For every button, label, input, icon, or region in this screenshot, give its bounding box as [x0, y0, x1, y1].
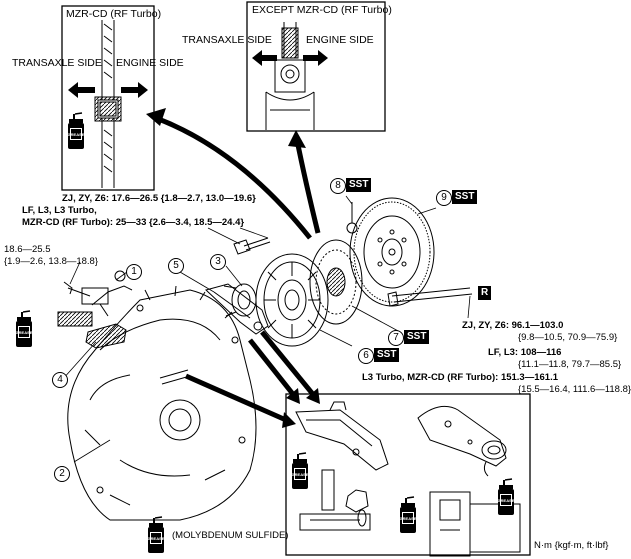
grease-can-shaft-icon	[399, 496, 417, 534]
clutch-cover	[255, 253, 329, 347]
sst-badge-6: SST	[374, 348, 400, 362]
svg-text:GREASE: GREASE	[16, 330, 33, 335]
mzr-engine-side: ENGINE SIDE	[116, 57, 184, 69]
callout-2: 2	[54, 466, 70, 482]
inset-except-box	[246, 1, 386, 132]
flywheel-torque-line6: {15.5—16.4, 111.6—118.8}	[518, 384, 631, 395]
except-arrow-left	[252, 50, 277, 66]
clutch-cover-bolt	[233, 237, 271, 255]
svg-text:GREASE: GREASE	[148, 536, 165, 541]
sst-badge-7: SST	[404, 330, 430, 344]
except-arrow-right	[303, 50, 328, 66]
replace-mark-r: R	[478, 286, 492, 300]
grease-can-fork-icon	[291, 452, 309, 490]
pointer-to-release-inset-1	[248, 338, 298, 400]
release-cylinder	[57, 270, 133, 327]
mzr-inset-title: MZR-CD (RF Turbo)	[66, 8, 162, 20]
release-detail-left	[295, 401, 389, 531]
transaxle-housing	[67, 285, 257, 521]
callout-9: 9	[436, 190, 452, 206]
cylinder-torque-line2: {1.9—2.6, 13.8—18.8}	[4, 256, 99, 267]
pointer-to-release-inset-3	[184, 373, 288, 423]
except-transaxle-side: TRANSAXLE SIDE	[182, 34, 272, 46]
clutch-disc	[309, 239, 363, 325]
grease-can-mzr-icon	[67, 112, 85, 150]
except-shaft	[265, 22, 315, 130]
svg-text:GREASE: GREASE	[400, 516, 417, 521]
flywheel-torque-line3: LF, L3: 108—116	[488, 347, 562, 358]
grease-can-right-icon	[497, 478, 515, 516]
release-detail-right	[417, 405, 521, 557]
flywheel-torque-line1: ZJ, ZY, Z6: 96.1—103.0	[462, 320, 564, 331]
pilot-bearing	[346, 202, 358, 234]
sst-badge-8: SST	[346, 178, 372, 192]
mzr-arrow-right	[121, 82, 148, 98]
units-note: N·m {kgf·m, ft·lbf}	[534, 540, 609, 551]
callout-8: 8	[330, 178, 346, 194]
grease-can-legend-icon	[147, 516, 165, 554]
grease-can-cylinder-icon	[15, 310, 33, 348]
pointer-to-except-inset	[294, 139, 321, 234]
flywheel-torque-line2: {9.8—10.5, 70.9—75.9}	[518, 332, 618, 343]
flywheel-bolt	[387, 287, 473, 307]
inset-release-box	[285, 393, 531, 556]
sst-badge-9: SST	[452, 190, 478, 204]
svg-text:GREASE: GREASE	[292, 472, 309, 477]
except-engine-side: ENGINE SIDE	[306, 34, 374, 46]
grease-legend-text: (MOLYBDENUM SULFIDE)	[172, 530, 289, 541]
mzr-arrow-left	[68, 82, 95, 98]
callout-5: 5	[168, 258, 184, 274]
svg-text:GREASE: GREASE	[498, 498, 515, 503]
pointer-to-release-inset-2	[260, 330, 318, 400]
inset-mzr-box	[61, 5, 155, 191]
flywheel-torque-line4: {11.1—11.8, 79.7—85.5}	[518, 359, 622, 370]
mzr-shaft	[94, 20, 122, 188]
pointer-to-mzr-inset	[155, 115, 312, 240]
except-inset-title: EXCEPT MZR-CD (RF Turbo)	[252, 4, 392, 16]
bolt-torque-line2: LF, L3, L3 Turbo,	[22, 205, 97, 216]
release-fork	[205, 283, 269, 335]
bolt-torque-line1: ZJ, ZY, Z6: 17.6—26.5 {1.8—2.7, 13.0—19.…	[62, 193, 256, 204]
callout-3: 3	[210, 254, 226, 270]
callout-7: 7	[388, 330, 404, 346]
flywheel-torque-line5: L3 Turbo, MZR-CD (RF Turbo): 151.3—161.1	[362, 372, 558, 383]
mzr-transaxle-side: TRANSAXLE SIDE	[12, 57, 102, 69]
callout-6: 6	[358, 348, 374, 364]
callout-4: 4	[52, 372, 68, 388]
heat-insulator	[85, 323, 127, 349]
flywheel	[349, 197, 435, 307]
leader-lines	[61, 195, 471, 463]
cylinder-torque-line1: 18.6—25.5	[4, 244, 51, 255]
svg-text:GREASE: GREASE	[68, 132, 85, 137]
bolt-torque-line3: MZR-CD (RF Turbo): 25—33 {2.6—3.4, 18.5—…	[22, 217, 245, 228]
callout-1: 1	[126, 264, 142, 280]
